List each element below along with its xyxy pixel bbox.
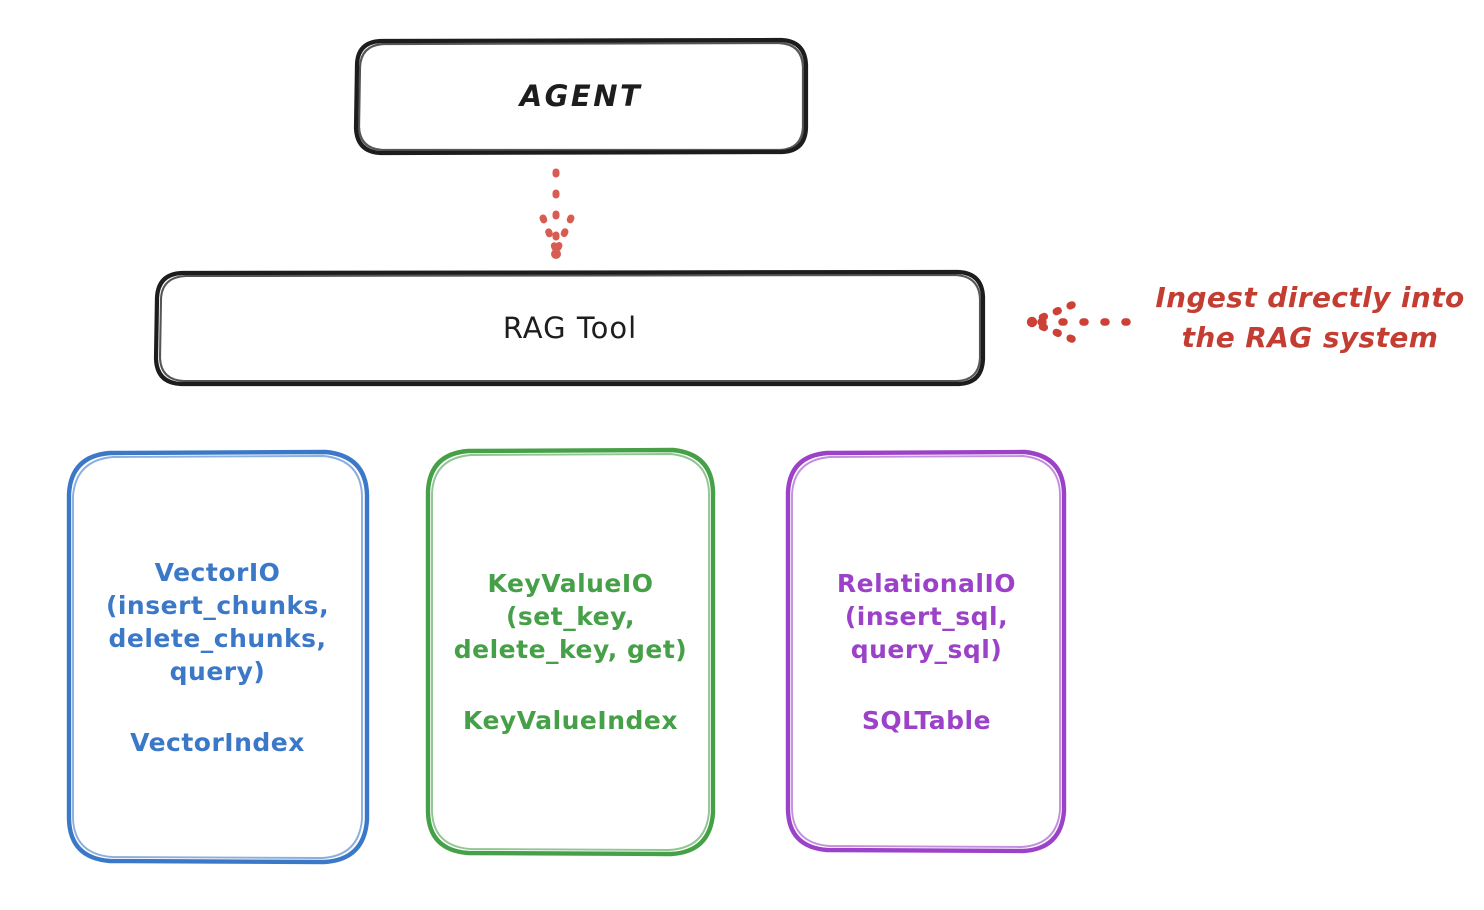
node-key-value-io[interactable]: KeyValueIO (set_key, delete_key, get) Ke… bbox=[428, 450, 713, 854]
relational-io-api-label: RelationalIO (insert_sql, query_sql) bbox=[836, 568, 1017, 664]
rag-tool-label: RAG Tool bbox=[502, 310, 638, 345]
ingest-annotation-arrow bbox=[1026, 301, 1131, 343]
node-vector-io[interactable]: VectorIO (insert_chunks, delete_chunks, … bbox=[68, 452, 367, 862]
node-rag-tool[interactable]: RAG Tool bbox=[156, 272, 984, 384]
agent-to-rag-tool-arrow bbox=[539, 168, 575, 259]
ingest-annotation-text: Ingest directly into the RAG system bbox=[1155, 281, 1465, 354]
key-value-io-index-label: KeyValueIndex bbox=[463, 706, 678, 735]
relational-io-index-label: SQLTable bbox=[861, 705, 992, 735]
key-value-io-api-label: KeyValueIO (set_key, delete_key, get) bbox=[453, 569, 688, 664]
vector-io-api-label: VectorIO (insert_chunks, delete_chunks, … bbox=[105, 557, 330, 686]
agent-label: AGENT bbox=[519, 79, 643, 114]
node-agent[interactable]: AGENT bbox=[356, 40, 806, 153]
node-relational-io[interactable]: RelationalIO (insert_sql, query_sql) SQL… bbox=[789, 452, 1064, 851]
vector-io-index-label: VectorIndex bbox=[130, 727, 305, 757]
